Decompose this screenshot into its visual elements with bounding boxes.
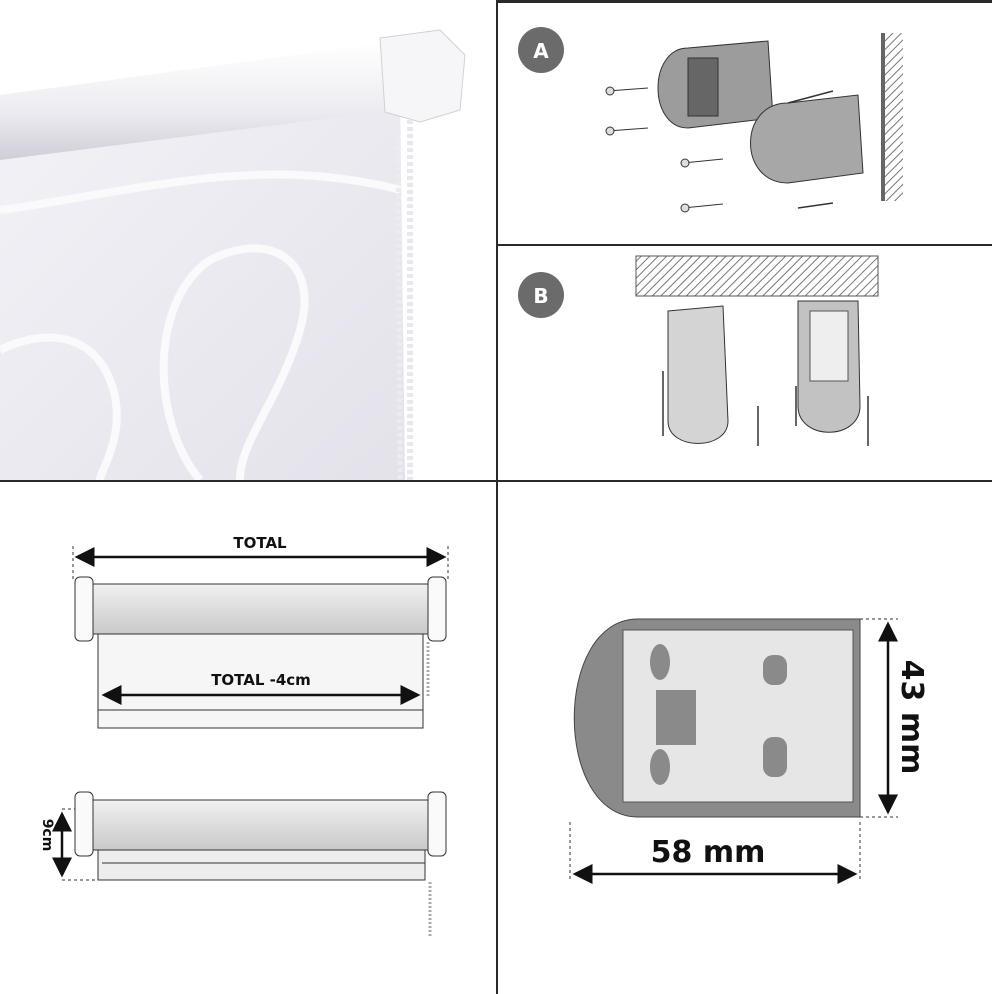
- divider-right-top: [496, 244, 992, 246]
- divider-horizontal: [0, 480, 992, 482]
- bracket-illustration: 43 mm 58 mm: [569, 618, 929, 884]
- badge-b: [518, 272, 564, 318]
- badge-a-label: A: [533, 39, 549, 63]
- badge-b-label: B: [533, 284, 548, 308]
- ceiling-mount-illustration: B: [518, 255, 879, 446]
- divider-vertical: [496, 0, 498, 994]
- dimension-diagram: TOTAL TOTAL -4cm 9cm: [0, 482, 496, 994]
- height-9cm-label: 9cm: [39, 819, 55, 852]
- divider-top-edge: [496, 0, 992, 3]
- total-label: TOTAL: [233, 534, 287, 552]
- roller-blind-photo: [0, 0, 496, 480]
- wall-mount-illustration: A: [518, 27, 903, 213]
- bracket-dimensions: 43 mm 58 mm: [498, 482, 992, 994]
- blind-dimensions-illustration: TOTAL TOTAL -4cm 9cm: [39, 534, 449, 937]
- badge-a: [518, 27, 564, 73]
- height-43mm-label: 43 mm: [894, 660, 929, 775]
- product-photo: [0, 0, 496, 480]
- width-58mm-label: 58 mm: [651, 835, 766, 870]
- total-minus-4cm-label: TOTAL -4cm: [211, 671, 311, 689]
- mounting-diagram-b: B: [498, 246, 992, 480]
- mounting-diagram-a: A: [498, 3, 992, 244]
